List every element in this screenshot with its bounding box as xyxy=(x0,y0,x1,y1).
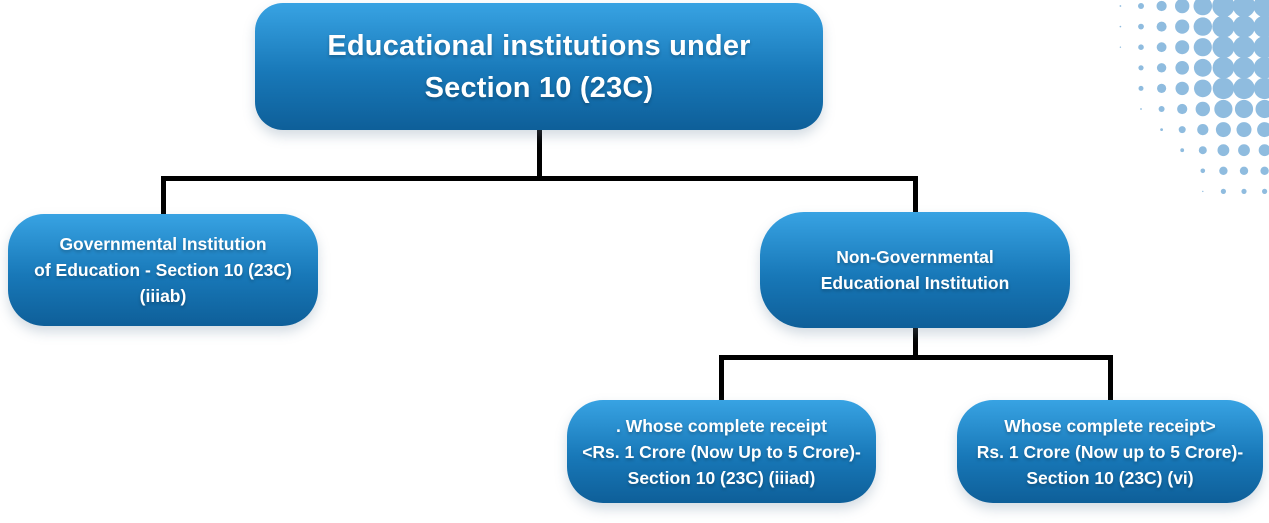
node-line: (iiiab) xyxy=(139,286,187,306)
connector-root-crossbar xyxy=(160,176,918,181)
node-root-line: Section 10 (23C) xyxy=(424,71,654,104)
connector-to-governmental xyxy=(160,176,166,216)
connector-to-receipt-over xyxy=(1107,355,1113,401)
node-line: Rs. 1 Crore (Now up to 5 Crore)- xyxy=(976,441,1244,462)
node-line: Educational Institution xyxy=(820,273,1010,293)
halftone-dots-decoration xyxy=(1119,0,1269,194)
node-line: <Rs. 1 Crore (Now Up to 5 Crore)- xyxy=(582,441,861,462)
connector-root-stem xyxy=(536,129,542,181)
node-root-line: Educational institutions under xyxy=(327,29,751,62)
node-root: Educational institutions under Section 1… xyxy=(255,3,823,130)
node-line: . Whose complete receipt xyxy=(615,415,828,436)
connector-non-governmental-crossbar xyxy=(719,355,1112,360)
node-line: Section 10 (23C) (vi) xyxy=(1026,467,1194,488)
node-receipt-under-1-crore: . Whose complete receipt <Rs. 1 Crore (N… xyxy=(567,400,876,503)
connector-to-non-governmental xyxy=(912,176,918,214)
node-governmental-institution: Governmental Institution of Education - … xyxy=(8,214,318,326)
node-line: Governmental Institution xyxy=(59,234,267,254)
node-line: Section 10 (23C) (iiiad) xyxy=(627,467,816,488)
node-line: of Education - Section 10 (23C) xyxy=(34,260,292,280)
connector-to-receipt-under xyxy=(719,355,724,401)
node-line: Whose complete receipt> xyxy=(1004,415,1216,436)
node-line: Non-Governmental xyxy=(836,247,994,267)
node-receipt-over-1-crore: Whose complete receipt> Rs. 1 Crore (Now… xyxy=(957,400,1263,503)
connector-non-governmental-stem xyxy=(912,326,918,360)
node-non-governmental-institution: Non-Governmental Educational Institution xyxy=(760,212,1070,328)
